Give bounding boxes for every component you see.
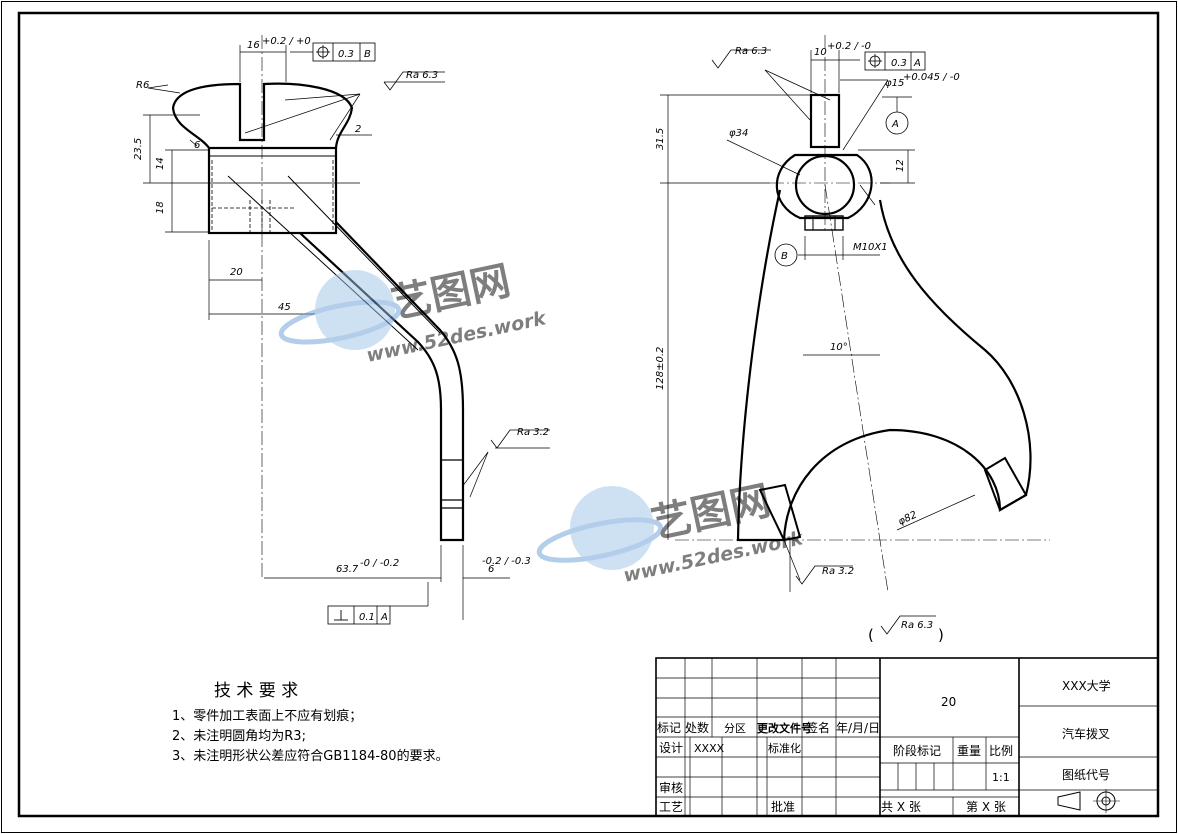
general-roughness-close: )	[938, 626, 944, 644]
right-hub	[775, 153, 873, 220]
tb-org: XXX大学	[1062, 678, 1111, 693]
tb-part-name: 汽车拨叉	[1062, 726, 1110, 741]
ra-3-2-left: Ra 3.2	[517, 427, 549, 438]
ra-general: Ra 6.3	[901, 620, 933, 631]
tb-weight-label: 重量	[957, 744, 981, 758]
tb-designer: XXXX	[694, 742, 725, 755]
perp-value: 0.1	[359, 612, 375, 623]
ra-6-3-left: Ra 6.3	[406, 70, 438, 81]
dim-63-7-tol: -0 / -0.2	[360, 558, 399, 569]
tb-count: 处数	[685, 720, 709, 735]
tb-scale-label: 比例	[989, 744, 1013, 758]
left-view	[143, 35, 550, 625]
right-top-pin	[809, 93, 841, 149]
dim-phi15-tol: +0.045 / -0	[903, 72, 960, 83]
tb-approve: 批准	[771, 799, 795, 814]
tb-mark: 标记	[657, 721, 681, 735]
right-bore	[794, 154, 856, 216]
dim-slot-width: 16	[247, 40, 260, 51]
right-view	[660, 35, 1050, 635]
tol-a-value: 0.3	[338, 49, 354, 60]
tb-drawing-no: 图纸代号	[1062, 768, 1110, 782]
dim-6-pad-tol: -0.2 / -0.3	[482, 556, 531, 567]
dim-12: 12	[895, 159, 906, 172]
tb-zone: 分区	[724, 722, 746, 735]
dim-23-5: 23.5	[133, 138, 144, 160]
general-roughness-open: (	[868, 626, 874, 644]
right-pad-left	[758, 483, 802, 542]
dim-phi34: φ34	[729, 128, 748, 139]
tb-sheet-no: 第 X 张	[966, 800, 1006, 814]
dim-18: 18	[155, 201, 166, 214]
dim-31-5: 31.5	[655, 128, 666, 150]
watermark-1: 艺图网 www.52des.work	[278, 258, 549, 367]
dim-14: 14	[155, 157, 166, 170]
note-3: 3、未注明形状公差应符合GB1184-80的要求。	[172, 748, 449, 764]
dim-r6: R6	[136, 80, 149, 91]
note-2: 2、未注明圆角均为R3;	[172, 729, 306, 744]
tb-sheets-total: 共 X 张	[881, 800, 921, 814]
tb-signature: 签名	[806, 720, 830, 735]
tb-review: 审核	[659, 780, 683, 795]
dim-128: 128±0.2	[655, 347, 666, 390]
datum-b: B	[781, 251, 788, 262]
left-top-fork	[171, 82, 354, 149]
dim-10-deg: 10°	[830, 342, 848, 353]
projection-symbol-icon	[1057, 791, 1081, 811]
datum-a: A	[891, 119, 899, 130]
tb-change-doc: 更改文件号	[757, 721, 812, 735]
ra-6-3-right: Ra 6.3	[735, 46, 767, 57]
tb-standard: 标准化	[768, 741, 801, 755]
tol-a-ref: B	[364, 49, 371, 60]
dim-m10: M10X1	[853, 242, 888, 253]
technical-notes: 技 术 要 求 1、零件加工表面上不应有划痕； 2、未注明圆角均为R3; 3、未…	[172, 681, 449, 764]
inner-border	[17, 11, 1160, 818]
ra-3-2-right: Ra 3.2	[822, 566, 854, 577]
left-arm	[299, 221, 465, 542]
note-1: 1、零件加工表面上不应有划痕；	[172, 708, 362, 724]
dim-phi15: φ15	[885, 78, 904, 89]
dim-slot-tol: +0.2 / +0	[262, 36, 311, 47]
dim-20: 20	[230, 267, 243, 278]
tol-b-value: 0.3	[891, 58, 907, 69]
tb-design: 设计	[659, 741, 683, 755]
tb-stage-label: 阶段标记	[893, 743, 941, 758]
tol-b-ref: A	[913, 58, 921, 69]
dim-63-7: 63.7	[336, 564, 359, 575]
dim-pin-width: 10	[814, 47, 827, 58]
left-hub	[207, 146, 338, 235]
dim-6: 6	[194, 140, 200, 151]
right-pad-right	[983, 456, 1028, 512]
notes-heading: 技 术 要 求	[214, 681, 298, 701]
watermark-2: 艺图网 www.52des.work	[536, 478, 806, 587]
tb-date: 年/月/日	[836, 721, 880, 735]
dim-2: 2	[355, 124, 361, 135]
right-fork-body	[736, 189, 1032, 542]
tb-scale-value: 1:1	[992, 771, 1010, 784]
dim-pin-tol: +0.2 / -0	[827, 41, 871, 52]
dim-45: 45	[278, 302, 291, 313]
tb-process: 工艺	[659, 800, 683, 814]
dim-6-pad: 6	[488, 564, 494, 575]
perp-ref: A	[380, 612, 388, 623]
tb-material: 20	[941, 695, 956, 709]
title-block	[655, 657, 1159, 817]
